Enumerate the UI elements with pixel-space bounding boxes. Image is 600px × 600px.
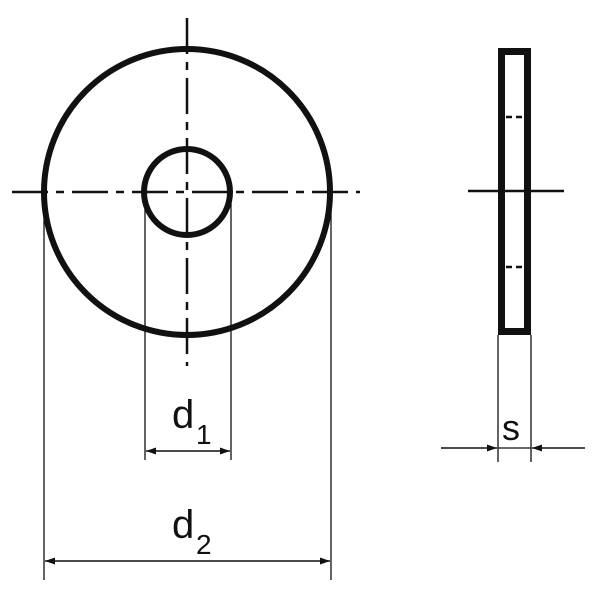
d2-subscript: 2 (196, 529, 212, 560)
d1-label: d (172, 393, 194, 437)
s-label: s (502, 407, 520, 448)
d1-dimension: d 1 (146, 393, 230, 455)
s-dimension: s (441, 407, 585, 452)
extension-lines (43, 198, 532, 580)
d1-subscript: 1 (196, 419, 212, 450)
front-view (12, 18, 360, 366)
side-view (468, 48, 564, 335)
d2-label: d (172, 503, 194, 547)
d2-dimension: d 2 (45, 503, 330, 565)
